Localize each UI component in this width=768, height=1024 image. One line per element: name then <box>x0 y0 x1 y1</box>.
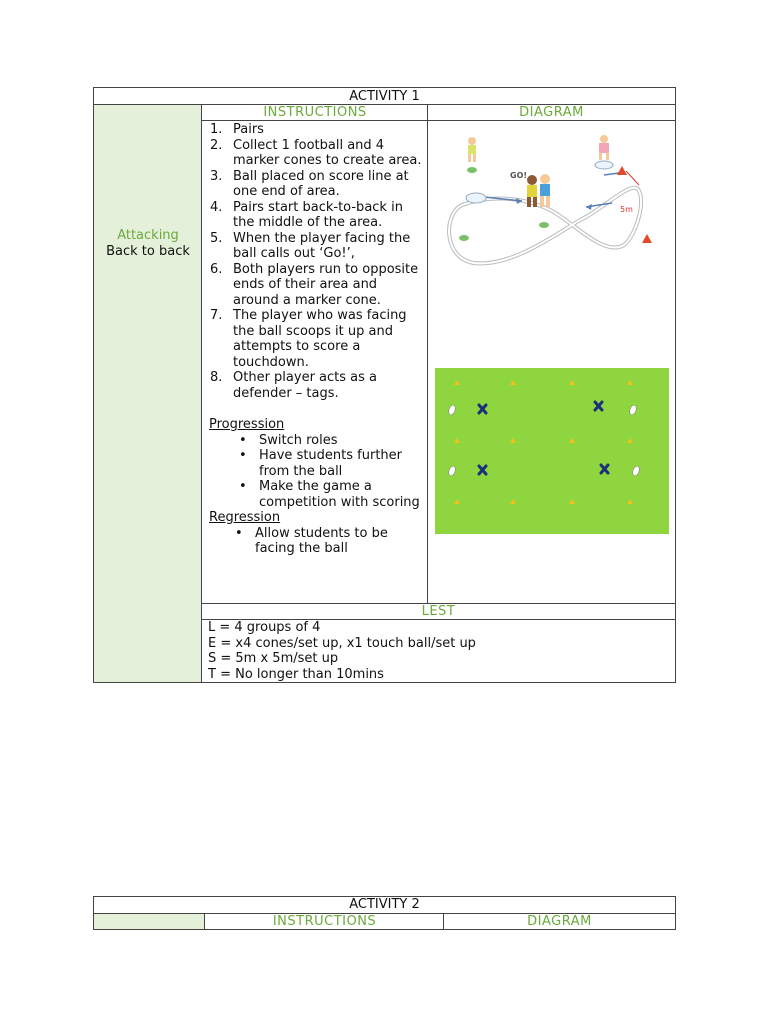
step-number: 5. <box>210 230 223 246</box>
activity-2-diagram-header: DIAGRAM <box>443 913 675 929</box>
step-item: 2. Collect 1 football and 4 marker cones … <box>210 137 424 169</box>
bullet-dot: • <box>239 479 247 494</box>
field-diagram <box>435 368 669 534</box>
step-number: 7. <box>210 308 223 323</box>
bullet-item: • Switch roles <box>209 433 424 449</box>
step-number: 6. <box>210 261 223 277</box>
bullet-item: • Allow students to be facing the ball <box>205 526 424 557</box>
activity-2-side-cell <box>94 913 205 929</box>
step-number: 2. <box>210 137 223 153</box>
steps-list: 1. Pairs 2. Collect 1 football and 4 marker… <box>209 122 424 401</box>
figure-eight-illustration: GO! 5m <box>447 135 652 266</box>
activity-2-instructions-header: INSTRUCTIONS <box>204 913 444 929</box>
progression-title: Progression <box>209 417 285 432</box>
bullet-dot: • <box>239 448 247 463</box>
activity-1-side-cell: Attacking Back to back <box>94 104 202 682</box>
step-text: Other player acts as a defender – tags. <box>233 370 377 401</box>
activity-1-title: ACTIVITY 1 <box>349 89 420 104</box>
diagram-cell: GO! 5m <box>427 120 675 604</box>
activity-1-category: Attacking <box>117 228 179 243</box>
bullet-text: Have students further from the ball <box>259 448 403 479</box>
step-item: 5. When the player facing the ball calls … <box>210 230 424 262</box>
distance-label: 5m <box>620 205 633 214</box>
step-item: 7. The player who was facing the ball sco… <box>210 308 424 370</box>
bullet-text: Switch roles <box>259 432 338 448</box>
lest-line: E = x4 cones/set up, x1 touch ball/set u… <box>208 635 476 651</box>
step-item: 4. Pairs start back-to-back in the middle… <box>210 199 424 231</box>
bullet-item: • Have students further from the ball <box>209 448 424 479</box>
step-text: When the player facing the ball calls ou… <box>233 230 411 262</box>
step-text: Collect 1 football and 4 marker cones to… <box>233 137 422 169</box>
lest-line: S = 5m x 5m/set up <box>208 651 339 666</box>
instructions-header: INSTRUCTIONS <box>201 104 428 121</box>
step-text: The player who was facing the ball scoop… <box>233 308 407 370</box>
activity-2-table: ACTIVITY 2 INSTRUCTIONS DIAGRAM <box>93 896 676 930</box>
instructions-cell: 1. Pairs 2. Collect 1 football and 4 marker… <box>201 120 428 604</box>
regression-title: Regression <box>209 510 281 525</box>
step-text: Both players run to opposite ends of the… <box>233 261 419 308</box>
lest-line: L = 4 groups of 4 <box>208 620 321 635</box>
bullet-dot: • <box>239 432 247 448</box>
lest-header: LEST <box>201 603 675 620</box>
lest-line: T = No longer than 10mins <box>208 666 384 682</box>
bullet-text: Allow students to be facing the ball <box>255 525 388 557</box>
step-item: 8. Other player acts as a defender – tags… <box>210 370 424 401</box>
step-item: 1. Pairs <box>210 122 424 138</box>
step-text: Ball placed on score line at one end of … <box>233 168 409 200</box>
bullet-item: • Make the game a competition with scorin… <box>209 479 424 510</box>
step-number: 3. <box>210 168 223 184</box>
diagram-header: DIAGRAM <box>427 104 675 121</box>
step-text: Pairs start back-to-back in the middle o… <box>233 199 403 231</box>
go-label: GO! <box>510 171 527 180</box>
bullet-dot: • <box>235 525 243 541</box>
activity-1-table: ACTIVITY 1 Attacking Back to back INSTRU… <box>93 87 676 683</box>
bullet-text: Make the game a competition with scoring <box>259 479 420 510</box>
regression-list: • Allow students to be facing the ball <box>205 526 424 557</box>
step-item: 6. Both players run to opposite ends of … <box>210 261 424 309</box>
step-item: 3. Ball placed on score line at one end o… <box>210 168 424 200</box>
progression-list: • Switch roles • Have students further from… <box>209 433 424 511</box>
step-number: 1. <box>210 122 223 137</box>
activity-1-skill: Back to back <box>106 243 190 259</box>
activity-2-title: ACTIVITY 2 <box>349 897 420 912</box>
step-text: Pairs <box>233 122 264 137</box>
step-number: 8. <box>210 370 223 385</box>
step-number: 4. <box>210 199 223 215</box>
